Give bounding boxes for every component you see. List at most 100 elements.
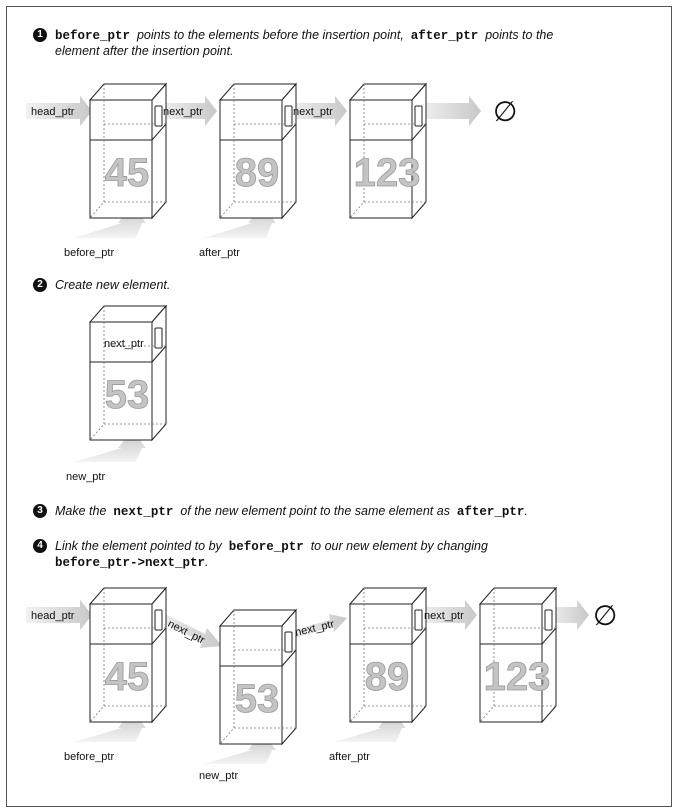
step-text-line1: before_ptr points to the elements before…: [55, 27, 553, 44]
next-pointer-arrow: [287, 614, 347, 640]
caption-text: of the new element point to the same ele…: [173, 504, 457, 518]
list-element: 89: [348, 586, 428, 724]
step-3-caption: 3 Make the next_ptr of the new element p…: [33, 503, 653, 521]
new-ptr-label: new_ptr: [66, 471, 105, 483]
element-side-divider: [411, 123, 427, 141]
next-pointer-arrow: [417, 599, 477, 631]
element-value: 89: [235, 151, 280, 195]
step-4-caption: 4 Link the element pointed to by before_…: [33, 538, 653, 572]
next-ptr-label: next_ptr: [294, 618, 336, 639]
code-term: before_ptr: [55, 29, 131, 43]
element-hidden-edges: [89, 588, 166, 723]
step-2-caption: 2 Create new element.: [33, 277, 333, 295]
pointer-slot: [284, 631, 293, 653]
code-term: after_ptr: [456, 505, 525, 519]
element-front-face: [219, 625, 283, 745]
code-term: next_ptr: [113, 505, 174, 519]
code-term: after_ptr: [410, 29, 479, 43]
list-element: 45: [88, 586, 168, 724]
pointer-slot: [284, 105, 293, 127]
element-hidden-edges: [349, 588, 426, 723]
element-side-face: [281, 82, 297, 220]
head-ptr-label: head_ptr: [31, 106, 75, 118]
null-symbol: ∅: [593, 600, 617, 631]
element-side-divider: [541, 627, 557, 645]
element-side-divider: [151, 627, 167, 645]
caption-text: .: [205, 555, 209, 569]
caption-text: Make the: [55, 504, 114, 518]
element-side-divider: [151, 123, 167, 141]
caption-text: points to the elements before the insert…: [130, 28, 411, 42]
element-value: 123: [354, 151, 421, 195]
element-value: 53: [105, 373, 150, 417]
next-ptr-label: next_ptr: [424, 610, 464, 622]
element-value: 45: [105, 151, 150, 195]
after-ptr-label: after_ptr: [329, 751, 370, 763]
element-side-divider: [151, 345, 167, 363]
step-text-line1: Link the element pointed to by before_pt…: [55, 538, 488, 555]
step-number-badge: 4: [33, 539, 47, 553]
element-value: 53: [235, 677, 280, 721]
element-hidden-edges: [219, 84, 296, 219]
head-pointer-arrow: [26, 599, 92, 631]
head-pointer-arrow: [26, 95, 92, 127]
next-ptr-label: next_ptr: [166, 618, 207, 647]
element-hidden-edges: [479, 588, 556, 723]
list-element: 89: [218, 82, 298, 220]
head-ptr-label: head_ptr: [31, 610, 75, 622]
caption-text: to our new element by changing: [303, 539, 488, 553]
new-ptr-label: new_ptr: [199, 770, 238, 782]
caption-text: Create new element.: [55, 278, 171, 292]
step-text-line2: element after the insertion point.: [55, 43, 234, 59]
element-value: 89: [365, 655, 410, 699]
list-element: 53: [88, 304, 168, 442]
element-front-face: [349, 99, 413, 219]
element-hidden-edges: [219, 610, 296, 745]
pointer-slot: [154, 327, 163, 349]
element-hidden-edges: [349, 84, 426, 219]
element-value: 123: [484, 655, 551, 699]
pointer-slot: [154, 609, 163, 631]
pointer-slot: [544, 609, 553, 631]
element-side-face: [151, 304, 167, 442]
next-pointer-arrow: [157, 95, 217, 127]
code-term: before_ptr->next_ptr: [55, 556, 206, 570]
code-term: before_ptr: [228, 540, 304, 554]
element-hidden-edges: [89, 306, 166, 441]
caption-text: .: [524, 504, 528, 518]
next-pointer-arrow: [547, 599, 589, 631]
pointer-slot: [414, 609, 423, 631]
step-number-badge: 2: [33, 278, 47, 292]
next-pointer-arrow: [287, 95, 347, 127]
before-ptr-label: before_ptr: [64, 751, 114, 763]
element-side-face: [151, 586, 167, 724]
step-1-caption: 1 before_ptr points to the elements befo…: [33, 27, 653, 61]
next-ptr-label: next_ptr: [104, 338, 144, 350]
list-element: 123: [478, 586, 558, 724]
pointer-slot: [154, 105, 163, 127]
list-element: 53: [218, 608, 298, 746]
list-element: 45: [88, 82, 168, 220]
element-front-face: [89, 603, 153, 723]
element-front-face: [349, 603, 413, 723]
next-ptr-label: next_ptr: [293, 106, 333, 118]
element-side-divider: [411, 627, 427, 645]
next-pointer-arrow: [154, 610, 222, 648]
element-side-divider: [281, 649, 297, 667]
element-side-face: [411, 586, 427, 724]
element-hidden-edges: [89, 84, 166, 219]
step-text-line1: Make the next_ptr of the new element poi…: [55, 503, 528, 520]
caption-text: points to the: [478, 28, 554, 42]
element-side-face: [151, 82, 167, 220]
element-side-divider: [281, 123, 297, 141]
after-ptr-label: after_ptr: [199, 247, 240, 259]
step-number-badge: 3: [33, 504, 47, 518]
step-number-badge: 1: [33, 28, 47, 42]
element-value: 45: [105, 655, 150, 699]
null-symbol: ∅: [493, 96, 517, 127]
caption-text: Link the element pointed to by: [55, 539, 229, 553]
next-ptr-label: next_ptr: [163, 106, 203, 118]
step-text-line1: Create new element.: [55, 277, 170, 293]
before-ptr-label: before_ptr: [64, 247, 114, 259]
